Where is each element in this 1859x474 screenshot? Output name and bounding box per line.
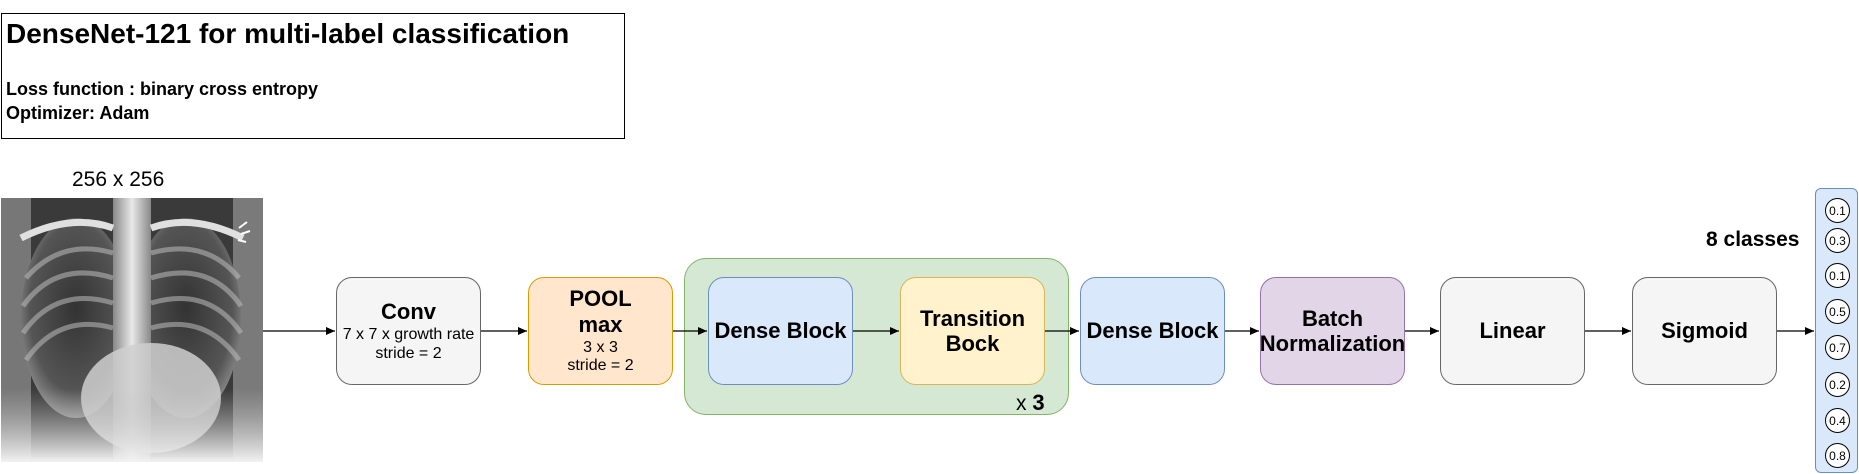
sigmoid-label: Sigmoid: [1661, 318, 1748, 344]
conv-stride-detail: stride = 2: [375, 344, 442, 362]
output-classes-label: 8 classes: [1706, 228, 1800, 251]
transition-label-2: Bock: [945, 331, 1000, 356]
xray-drawing: [1, 198, 263, 462]
linear-node: Linear: [1440, 277, 1585, 385]
input-size-caption: 256 x 256: [72, 168, 165, 191]
title-box: [1, 13, 625, 139]
pool-node: POOL max 3 x 3 stride = 2: [528, 277, 673, 385]
dense-block-node-2: Dense Block: [1080, 277, 1225, 385]
loss-function-text: Loss function : binary cross entropy: [6, 79, 319, 99]
diagram-title: DenseNet-121 for multi-label classificat…: [6, 18, 570, 49]
batch-norm-node: Batch Normalization: [1260, 277, 1405, 385]
output-value-8: 0.8: [1825, 443, 1850, 468]
conv-node: Conv 7 x 7 x growth rate stride = 2: [336, 277, 481, 385]
pool-label: POOL: [569, 286, 632, 312]
repeat-count-label: x 3: [1016, 390, 1045, 415]
output-value-3: 0.1: [1825, 263, 1850, 288]
conv-label: Conv: [381, 298, 436, 324]
linear-label: Linear: [1479, 318, 1546, 344]
output-value-7: 0.4: [1825, 408, 1850, 433]
output-value-2: 0.3: [1825, 228, 1850, 253]
output-value-1: 0.1: [1825, 198, 1850, 223]
sigmoid-node: Sigmoid: [1632, 277, 1777, 385]
batch-norm-label: Batch: [1301, 305, 1364, 331]
pool-type-label: max: [578, 311, 623, 337]
dense-block-label-2: Dense Block: [1086, 318, 1219, 344]
output-value-5: 0.7: [1825, 335, 1850, 360]
conv-kernel-detail: 7 x 7 x growth rate: [342, 326, 475, 344]
transition-label: Transition: [919, 305, 1026, 331]
transition-block-node: Transition Bock: [900, 277, 1045, 385]
dense-block-label-1: Dense Block: [714, 318, 847, 344]
pool-stride-detail: stride = 2: [567, 357, 634, 375]
output-value-4: 0.5: [1825, 299, 1850, 324]
chest-xray-image: [1, 198, 263, 462]
optimizer-text: Optimizer: Adam: [6, 103, 150, 123]
batch-norm-label-2: Normalization: [1259, 331, 1406, 356]
dense-block-node-1: Dense Block: [708, 277, 853, 385]
pool-size-detail: 3 x 3: [583, 338, 618, 356]
output-value-6: 0.2: [1825, 372, 1850, 397]
